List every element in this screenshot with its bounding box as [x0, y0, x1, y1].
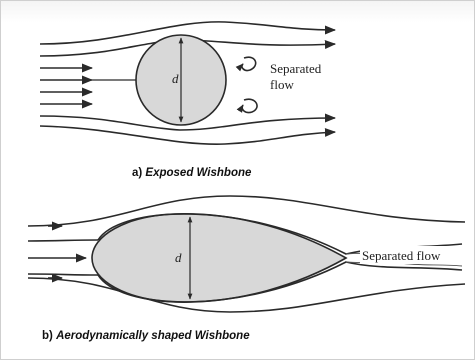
caption-a-prefix: a): [132, 167, 145, 179]
caption-a-title: Exposed Wishbone: [145, 167, 252, 179]
separated-flow-label-b: Separated flow: [362, 248, 441, 263]
streamline-b-3: [28, 240, 98, 241]
caption-b: b) Aerodynamically shaped Wishbone: [42, 330, 250, 342]
aerodynamic-body-teardrop: [92, 214, 346, 302]
separated-flow-label-a-line2: flow: [270, 77, 294, 92]
eddy-upper-icon: [242, 57, 256, 70]
dimension-label-a: d: [172, 71, 179, 86]
caption-a: a) Exposed Wishbone: [132, 167, 252, 179]
streamline-a-8: [40, 126, 335, 144]
panel-b-aerodynamic: d Separated flow b) Aerodynamically shap…: [28, 196, 465, 342]
streamline-b-5: [28, 274, 98, 275]
eddy-lower-icon: [242, 99, 257, 112]
panel-a-exposed: d Separated flow a) Exposed Wishbone: [40, 22, 335, 179]
caption-b-prefix: b): [42, 330, 56, 342]
dimension-label-b: d: [175, 250, 182, 265]
caption-b-title: Aerodynamically shaped Wishbone: [55, 330, 250, 342]
separated-flow-label-a-line1: Separated: [270, 61, 322, 76]
